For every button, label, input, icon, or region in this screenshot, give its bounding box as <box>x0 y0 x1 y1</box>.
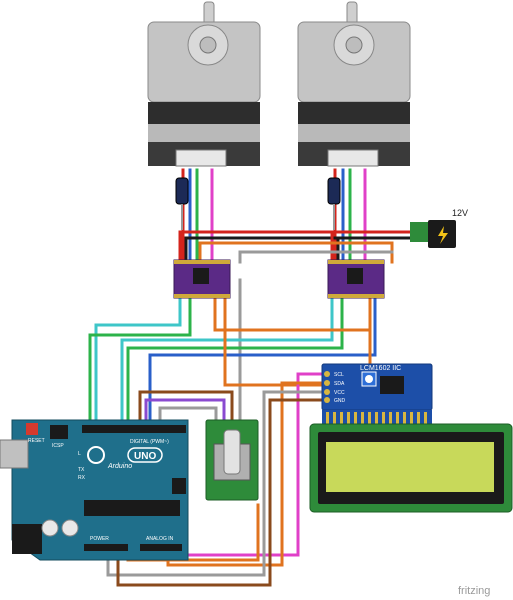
arduino-logo <box>87 446 105 464</box>
motor-1-body-dark <box>148 102 260 124</box>
wire-purple-enc <box>144 398 226 427</box>
microcontroller-chip <box>84 500 180 516</box>
wire-blue <box>148 298 377 427</box>
reset-label: RESET <box>28 438 45 444</box>
brand-label: Arduino <box>107 463 132 470</box>
usb-port <box>0 439 29 469</box>
wire-orange-driver <box>213 298 372 332</box>
wire-cyan-2 <box>120 298 334 427</box>
i2c-pin-1 <box>324 371 330 377</box>
driver-1-chip <box>193 268 209 284</box>
lcd-display <box>309 423 513 513</box>
wire-green-1 <box>88 298 192 427</box>
reset-button[interactable] <box>26 423 38 435</box>
i2c-pin-3 <box>324 389 330 395</box>
digital-label: DIGITAL (PWM~) <box>130 439 169 445</box>
wire-power-red <box>178 230 422 264</box>
i2c-pin-4 <box>324 397 330 403</box>
hdr <box>333 412 336 426</box>
fritzing-watermark: fritzing <box>458 585 490 597</box>
capacitor-2-body <box>327 177 341 205</box>
lcd-module-label: LCM1602 IIC <box>360 365 401 372</box>
i2c-chip <box>380 376 404 394</box>
capacitor-2 <box>327 177 341 230</box>
wire-brown-gnd <box>116 398 327 587</box>
icsp-header <box>50 425 68 439</box>
hdr <box>410 412 413 426</box>
hdr <box>396 412 399 426</box>
driver-2-pins-top <box>328 260 384 264</box>
motor-1-hub-inner <box>199 36 217 54</box>
i2c-label-vcc: VCC <box>334 390 345 396</box>
capacitor-1-body <box>175 177 189 205</box>
wires <box>88 168 422 587</box>
encoder-knob <box>223 429 241 475</box>
motor-2-hub-inner <box>345 36 363 54</box>
hdr <box>424 412 427 426</box>
hdr <box>417 412 420 426</box>
stepper-driver-1 <box>173 259 231 299</box>
hdr <box>375 412 378 426</box>
hdr <box>382 412 385 426</box>
supply-voltage-label: 12V <box>452 208 468 218</box>
motor-1-connector <box>175 149 227 167</box>
hdr <box>347 412 350 426</box>
model-label: UNO <box>134 451 156 462</box>
digital-header <box>82 425 186 433</box>
capacitor-a <box>41 519 59 537</box>
hdr <box>354 412 357 426</box>
hdr <box>361 412 364 426</box>
analog-label: ANALOG IN <box>146 536 174 542</box>
power-label: POWER <box>90 536 109 542</box>
wire-green-2 <box>126 298 344 427</box>
driver-1-pins-bottom <box>174 294 230 298</box>
wire-brown-enc <box>138 390 234 427</box>
i2c-label-sda: SDA <box>334 381 345 387</box>
hdr <box>368 412 371 426</box>
i2c-backpack: SCL SDA VCC GND LCM1602 IIC <box>321 363 433 428</box>
dc-jack <box>12 524 42 554</box>
uno-badge <box>127 447 163 463</box>
motor-2-body-mid <box>298 124 410 142</box>
analog-header <box>140 544 182 551</box>
wire-gray-vcc <box>106 390 327 577</box>
power-jack <box>410 220 456 248</box>
rotary-encoder <box>205 419 259 501</box>
i2c-header-pins <box>326 412 427 426</box>
wire-power-gray <box>238 250 394 264</box>
wire-gray-enc <box>158 406 218 427</box>
i2c-label-gnd: GND <box>334 398 346 404</box>
hdr <box>340 412 343 426</box>
motor-2-body-dark <box>298 102 410 124</box>
stepper-motor-1 <box>147 1 261 167</box>
rx-label: RX <box>78 475 86 481</box>
lightning-icon <box>438 226 448 244</box>
capacitor-1 <box>175 177 189 230</box>
driver-1-pins-top <box>174 260 230 264</box>
icsp-label: ICSP <box>52 443 64 449</box>
wire-cyan-1 <box>94 298 182 427</box>
motor-2-connector <box>327 149 379 167</box>
wire-power-black <box>184 236 422 264</box>
i2c-label-scl: SCL <box>334 372 344 378</box>
tx-label: TX <box>78 467 85 473</box>
lcd-screen <box>326 442 494 492</box>
stepper-driver-2 <box>327 259 385 299</box>
stepper-motor-2 <box>297 1 411 167</box>
driver-2-pins-bottom <box>328 294 384 298</box>
motor-1-body-mid <box>148 124 260 142</box>
i2c-pot-knob <box>365 375 373 383</box>
l-label: L <box>78 451 81 457</box>
driver-2-chip <box>347 268 363 284</box>
hdr <box>403 412 406 426</box>
i2c-pin-2 <box>324 380 330 386</box>
hdr <box>389 412 392 426</box>
arduino-uno: RESET ICSP DIGITAL (PWM~) TX RX L Arduin… <box>0 419 189 561</box>
power-header <box>84 544 128 551</box>
icsp-header-2 <box>172 478 186 494</box>
hdr <box>326 412 329 426</box>
capacitor-b <box>61 519 79 537</box>
